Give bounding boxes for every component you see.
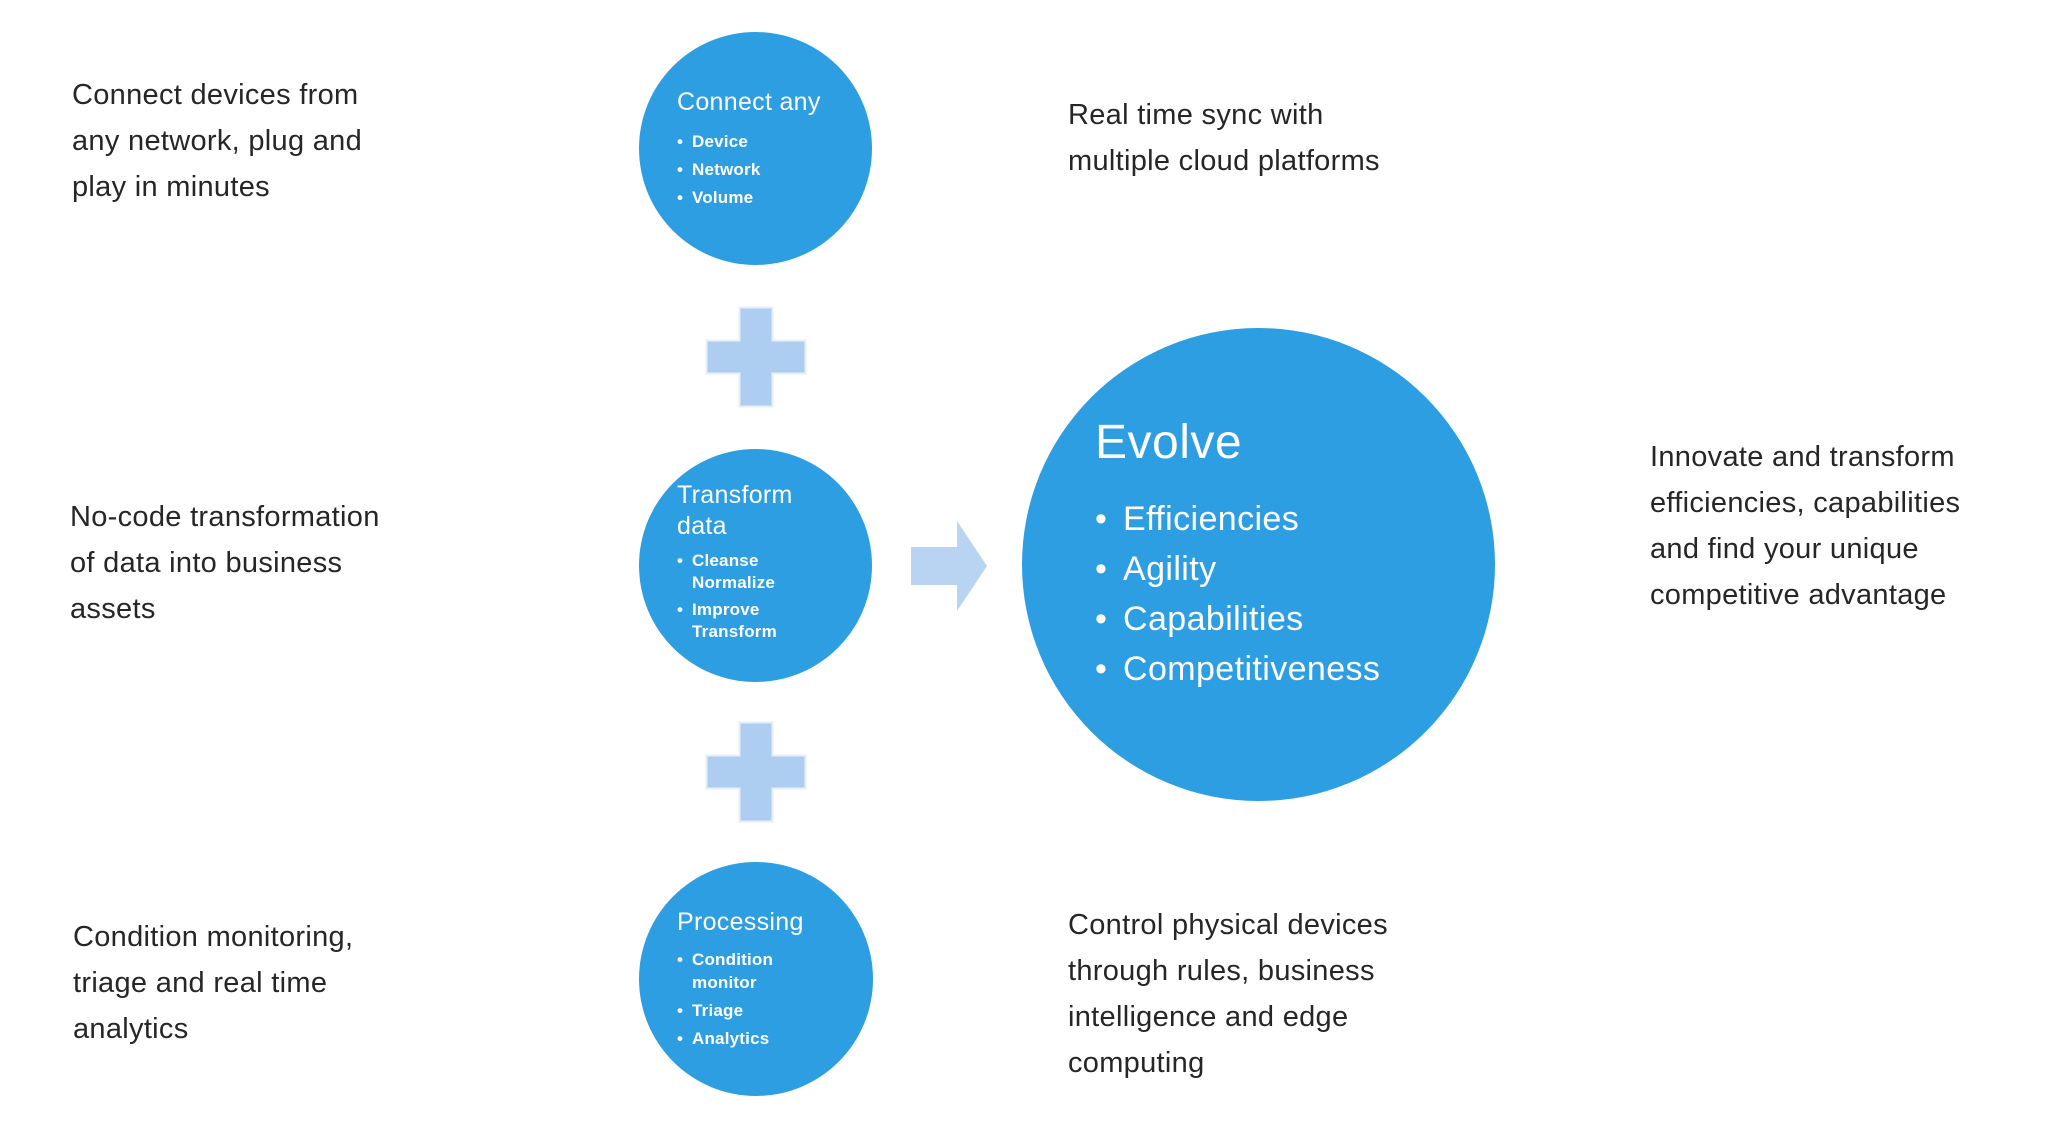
processing-circle: Processing Condition monitor Triage Anal… bbox=[639, 862, 873, 1096]
bullet-item: Analytics bbox=[677, 1027, 847, 1050]
note-right: Innovate and transform efficiencies, cap… bbox=[1650, 441, 1961, 611]
evolve-circle: Evolve Efficiencies Agility Capabilities… bbox=[1022, 328, 1495, 801]
note-bottom-right: Control physical devices through rules, … bbox=[1068, 909, 1388, 1079]
note-bottom-left: Condition monitoring, triage and real ti… bbox=[73, 921, 354, 1045]
bullet-item: Volume bbox=[677, 186, 842, 209]
transform-data-title: Transform data bbox=[677, 481, 793, 540]
bullet-item: Competitiveness bbox=[1095, 644, 1455, 694]
bullet-item: Condition monitor bbox=[677, 948, 847, 994]
evolve-title: Evolve bbox=[1095, 416, 1243, 469]
processing-title: Processing bbox=[677, 908, 804, 936]
connect-any-circle: Connect any Device Network Volume bbox=[639, 32, 872, 265]
connect-any-bullets: Device Network Volume bbox=[677, 130, 842, 209]
bullet-item: Cleanse Normalize bbox=[677, 550, 847, 594]
evolve-bullets: Efficiencies Agility Capabilities Compet… bbox=[1095, 494, 1455, 694]
bullet-item: Device bbox=[677, 130, 842, 153]
plus-icon bbox=[705, 721, 807, 823]
bullet-item: Improve Transform bbox=[677, 599, 847, 643]
note-top-left: Connect devices from any network, plug a… bbox=[72, 79, 363, 203]
arrow-right-icon bbox=[911, 521, 987, 611]
bullet-item: Network bbox=[677, 158, 842, 181]
bullet-item: Triage bbox=[677, 999, 847, 1022]
bullet-item: Agility bbox=[1095, 544, 1455, 594]
bullet-item: Capabilities bbox=[1095, 594, 1455, 644]
transform-data-circle: Transform data Cleanse Normalize Improve… bbox=[639, 449, 872, 682]
transform-data-bullets: Cleanse Normalize Improve Transform bbox=[677, 550, 847, 643]
bullet-item: Efficiencies bbox=[1095, 494, 1455, 544]
note-middle-left: No-code transformation of data into busi… bbox=[70, 501, 380, 625]
processing-bullets: Condition monitor Triage Analytics bbox=[677, 948, 847, 1050]
note-top-right: Real time sync with multiple cloud platf… bbox=[1068, 99, 1380, 177]
plus-icon bbox=[705, 306, 807, 408]
connect-any-title: Connect any bbox=[677, 88, 821, 116]
